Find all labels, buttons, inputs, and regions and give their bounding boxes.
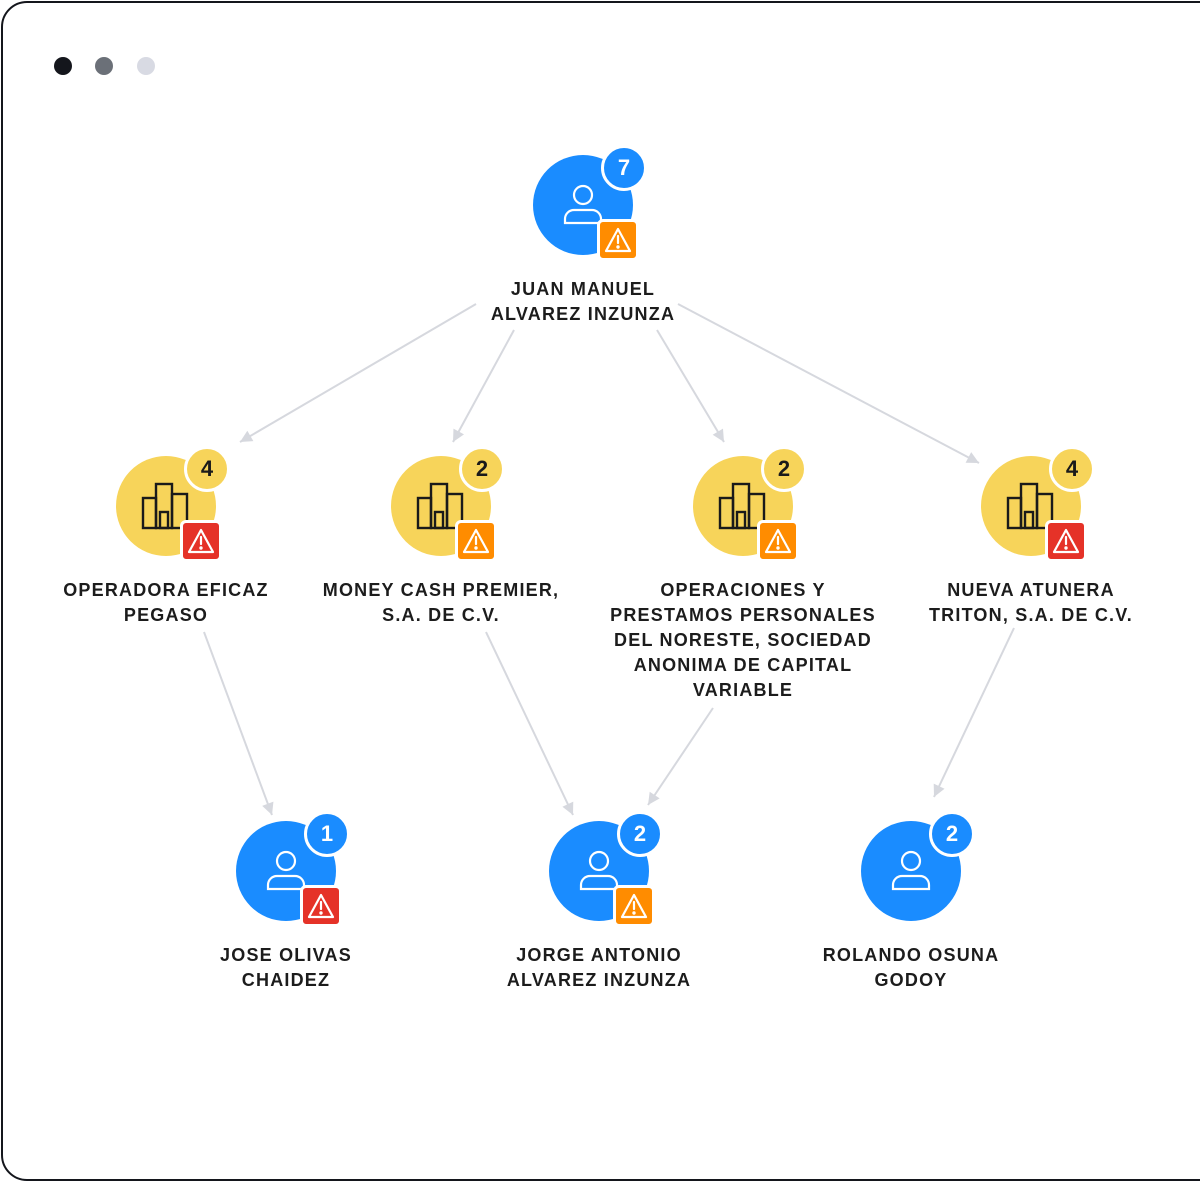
node-label-line: GODOY (874, 970, 948, 990)
node-label-line: OPERADORA EFICAZ (63, 580, 269, 600)
node-label-line: S.A. DE C.V. (382, 605, 500, 625)
node-label: JORGE ANTONIO ALVAREZ INZUNZA (449, 943, 749, 993)
edge-juan-to-operaciones (656, 329, 725, 443)
node-label-line: MONEY CASH PREMIER, (322, 580, 560, 600)
node-label-line: ANONIMA DE CAPITAL (633, 655, 853, 675)
node-label-line: TRITON, S.A. DE C.V. (928, 605, 1134, 625)
edge-juan-to-eficaz (239, 303, 477, 443)
node-label: JOSE OLIVAS CHAIDEZ (136, 943, 436, 993)
node-label-line: CHAIDEZ (241, 970, 331, 990)
warning-icon (180, 520, 222, 562)
count-badge: 2 (929, 811, 975, 857)
node-label: MONEY CASH PREMIER, S.A. DE C.V. (291, 578, 591, 628)
node-label-line: NUEVA ATUNERA (947, 580, 1115, 600)
edge-atunera-to-rolando (933, 627, 1015, 798)
node-label: ROLANDO OSUNA GODOY (761, 943, 1061, 993)
warning-icon (613, 885, 655, 927)
count-badge: 4 (1049, 446, 1095, 492)
edges-layer (203, 303, 1015, 816)
window-dot-close[interactable] (54, 57, 72, 75)
arrowhead-eficaz-to-jose (262, 801, 274, 815)
node-label-line: JUAN MANUEL (510, 279, 656, 299)
edge-eficaz-to-jose (203, 631, 273, 816)
arrowhead-operaciones-to-jorge (648, 791, 660, 805)
arrowhead-juan-to-operaciones (712, 428, 724, 442)
warning-icon (455, 520, 497, 562)
edge-juan-to-money (452, 329, 515, 443)
node-label: JUAN MANUEL ALVAREZ INZUNZA (433, 277, 733, 327)
warning-icon (1045, 520, 1087, 562)
node-label: OPERACIONES Y PRESTAMOS PERSONALES DEL NOR… (593, 578, 893, 703)
node-label-line: ALVAREZ INZUNZA (490, 304, 676, 324)
count-badge: 7 (601, 145, 647, 191)
node-label-line: OPERACIONES Y (660, 580, 826, 600)
node-label: NUEVA ATUNERA TRITON, S.A. DE C.V. (881, 578, 1181, 628)
node-label-line: ALVAREZ INZUNZA (506, 970, 692, 990)
arrowhead-money-to-jorge (562, 801, 574, 815)
warning-icon (300, 885, 342, 927)
count-badge: 1 (304, 811, 350, 857)
node-label-line: PEGASO (123, 605, 209, 625)
window-dot-maximize[interactable] (137, 57, 155, 75)
count-badge: 2 (761, 446, 807, 492)
edge-juan-to-atunera (677, 303, 980, 464)
arrowhead-juan-to-money (453, 428, 465, 442)
count-badge: 2 (617, 811, 663, 857)
node-label-line: JORGE ANTONIO (516, 945, 682, 965)
count-badge: 4 (184, 446, 230, 492)
edge-operaciones-to-jorge (647, 707, 714, 806)
warning-icon (757, 520, 799, 562)
count-badge: 2 (459, 446, 505, 492)
window-dot-minimize[interactable] (95, 57, 113, 75)
node-label: OPERADORA EFICAZ PEGASO (16, 578, 316, 628)
edge-money-to-jorge (485, 631, 574, 816)
warning-icon (597, 219, 639, 261)
node-label-line: JOSE OLIVAS (220, 945, 352, 965)
arrowhead-juan-to-atunera (965, 452, 979, 463)
node-label-line: DEL NORESTE, SOCIEDAD (614, 630, 872, 650)
node-label-line: PRESTAMOS PERSONALES (610, 605, 876, 625)
node-label-line: ROLANDO OSUNA (822, 945, 1000, 965)
node-label-line: VARIABLE (692, 680, 794, 700)
arrowhead-atunera-to-rolando (933, 783, 945, 797)
arrowhead-juan-to-eficaz (240, 430, 254, 442)
